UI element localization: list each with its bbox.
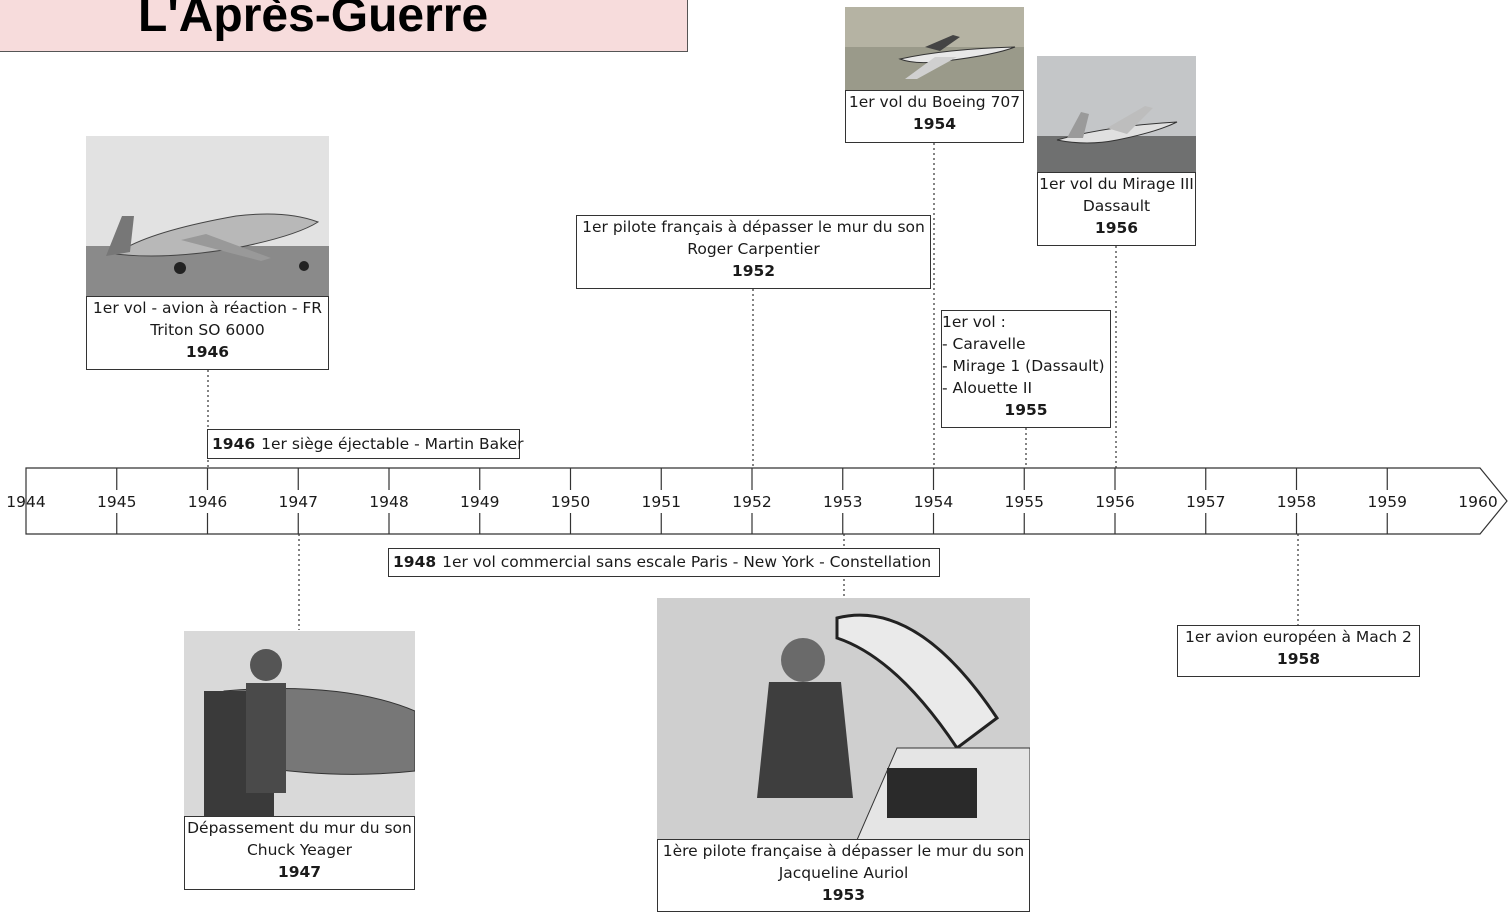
jet-aircraft-photo	[86, 136, 329, 297]
axis-tick-label: 1945	[97, 493, 136, 511]
event-caravelle: 1er vol : - Caravelle - Mirage 1 (Dassau…	[941, 310, 1111, 428]
event-year: 1953	[821, 886, 866, 904]
axis-tick-label: 1944	[6, 493, 45, 511]
event-yeager: Dépassement du mur du son Chuck Yeager 1…	[184, 816, 415, 890]
axis-tick-label: 1957	[1186, 493, 1225, 511]
event-year: 1952	[731, 262, 776, 280]
axis-tick-label: 1950	[551, 493, 590, 511]
event-text: 1er vol du Mirage III Dassault	[1039, 175, 1194, 215]
event-year: 1946	[185, 343, 230, 361]
axis-tick-label: 1949	[460, 493, 499, 511]
axis-tick-label: 1960	[1458, 493, 1497, 511]
event-text: 1er vol commercial sans escale Paris - N…	[442, 553, 932, 571]
event-mach2: 1er avion européen à Mach 2 1958	[1177, 625, 1420, 677]
pilot-cockpit-photo	[657, 598, 1030, 840]
event-text: 1er avion européen à Mach 2	[1185, 628, 1412, 646]
event-year: 1954	[912, 115, 957, 133]
event-text: 1er pilote français à dépasser le mur du…	[582, 218, 925, 258]
event-auriol: 1ère pilote française à dépasser le mur …	[657, 839, 1030, 912]
event-year: 1955	[1004, 401, 1048, 419]
airliner-photo	[845, 7, 1024, 91]
event-mirage: 1er vol du Mirage III Dassault 1956	[1037, 172, 1196, 246]
axis-tick-label: 1959	[1368, 493, 1407, 511]
axis-tick-label: 1953	[823, 493, 862, 511]
axis-tick-label: 1952	[732, 493, 771, 511]
event-text: 1er vol du Boeing 707	[848, 93, 1021, 111]
event-constellation: 1948 1er vol commercial sans escale Paris…	[388, 548, 940, 577]
pilot-portrait-photo	[184, 631, 415, 817]
event-text: 1er vol - avion à réaction - FR Triton S…	[92, 299, 323, 339]
event-year: 1948	[393, 553, 437, 571]
event-text: 1er siège éjectable - Martin Baker	[261, 435, 524, 453]
axis-tick-label: 1958	[1277, 493, 1316, 511]
axis-tick-label: 1947	[279, 493, 318, 511]
event-carpentier: 1er pilote français à dépasser le mur du…	[576, 215, 931, 289]
event-text: 1ère pilote française à dépasser le mur …	[662, 842, 1025, 882]
event-year: 1956	[1094, 219, 1139, 237]
axis-tick-label: 1956	[1095, 493, 1134, 511]
axis-tick-label: 1951	[642, 493, 681, 511]
event-year: 1947	[277, 863, 322, 881]
axis-tick-label: 1955	[1005, 493, 1044, 511]
event-year: 1946	[212, 435, 256, 453]
event-text: Dépassement du mur du son Chuck Yeager	[187, 819, 412, 859]
event-text: 1er vol : - Caravelle - Mirage 1 (Dassau…	[942, 313, 1105, 397]
page-title: L'Après-Guerre	[138, 0, 489, 42]
fighter-jet-photo	[1037, 56, 1196, 173]
axis-tick-label: 1946	[188, 493, 227, 511]
event-boeing: 1er vol du Boeing 707 1954	[845, 90, 1024, 143]
timeline-arrow	[25, 467, 1508, 535]
axis-tick-label: 1954	[914, 493, 953, 511]
title-banner	[0, 0, 688, 52]
event-year: 1958	[1276, 650, 1321, 668]
axis-tick-label: 1948	[369, 493, 408, 511]
event-ejection-seat: 1946 1er siège éjectable - Martin Baker	[207, 429, 524, 459]
event-triton: 1er vol - avion à réaction - FR Triton S…	[86, 296, 329, 370]
